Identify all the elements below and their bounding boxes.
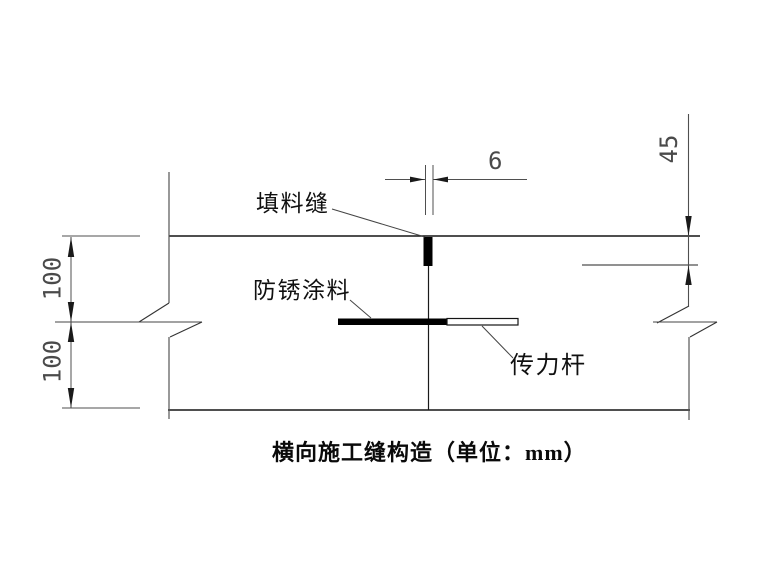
sealant-depth-dim-value: 45 bbox=[655, 134, 683, 164]
dowel-bar-plain-half bbox=[446, 317, 519, 326]
anti-rust-leader-line bbox=[349, 299, 372, 319]
right-break-diagonal-lower bbox=[689, 321, 718, 338]
arrow-up-depth-icon bbox=[685, 265, 692, 285]
filler-joint-leader-line bbox=[331, 208, 426, 238]
anti-rust-coating-label: 防锈涂料 bbox=[253, 278, 351, 303]
arrow-down-middle-icon bbox=[67, 302, 75, 322]
left-break-diagonal-lower bbox=[169, 321, 203, 338]
lower-slab-dim-value: 100 bbox=[38, 339, 67, 384]
arrow-right-icon bbox=[410, 176, 425, 183]
upper-slab-dim-value: 100 bbox=[38, 256, 67, 301]
arrow-down-bottom-icon bbox=[67, 388, 75, 408]
dowel-bar-coated-half bbox=[338, 318, 447, 325]
filler-joint-label: 填料缝 bbox=[256, 191, 330, 216]
joint-width-dim-value: 6 bbox=[488, 147, 503, 175]
arrow-left-icon bbox=[433, 176, 448, 183]
arrow-down-depth-icon bbox=[685, 216, 692, 236]
filler-joint-bar bbox=[423, 237, 433, 266]
figure-caption: 横向施工缝构造（单位：mm） bbox=[272, 440, 587, 465]
dowel-bar-leader-line bbox=[481, 325, 514, 359]
dowel-bar-label: 传力杆 bbox=[510, 353, 587, 379]
arrow-up-top-icon bbox=[67, 237, 75, 257]
arrow-up-middle-icon bbox=[67, 322, 75, 342]
right-break-diagonal-upper bbox=[656, 305, 690, 324]
left-break-diagonal-upper bbox=[138, 302, 170, 323]
